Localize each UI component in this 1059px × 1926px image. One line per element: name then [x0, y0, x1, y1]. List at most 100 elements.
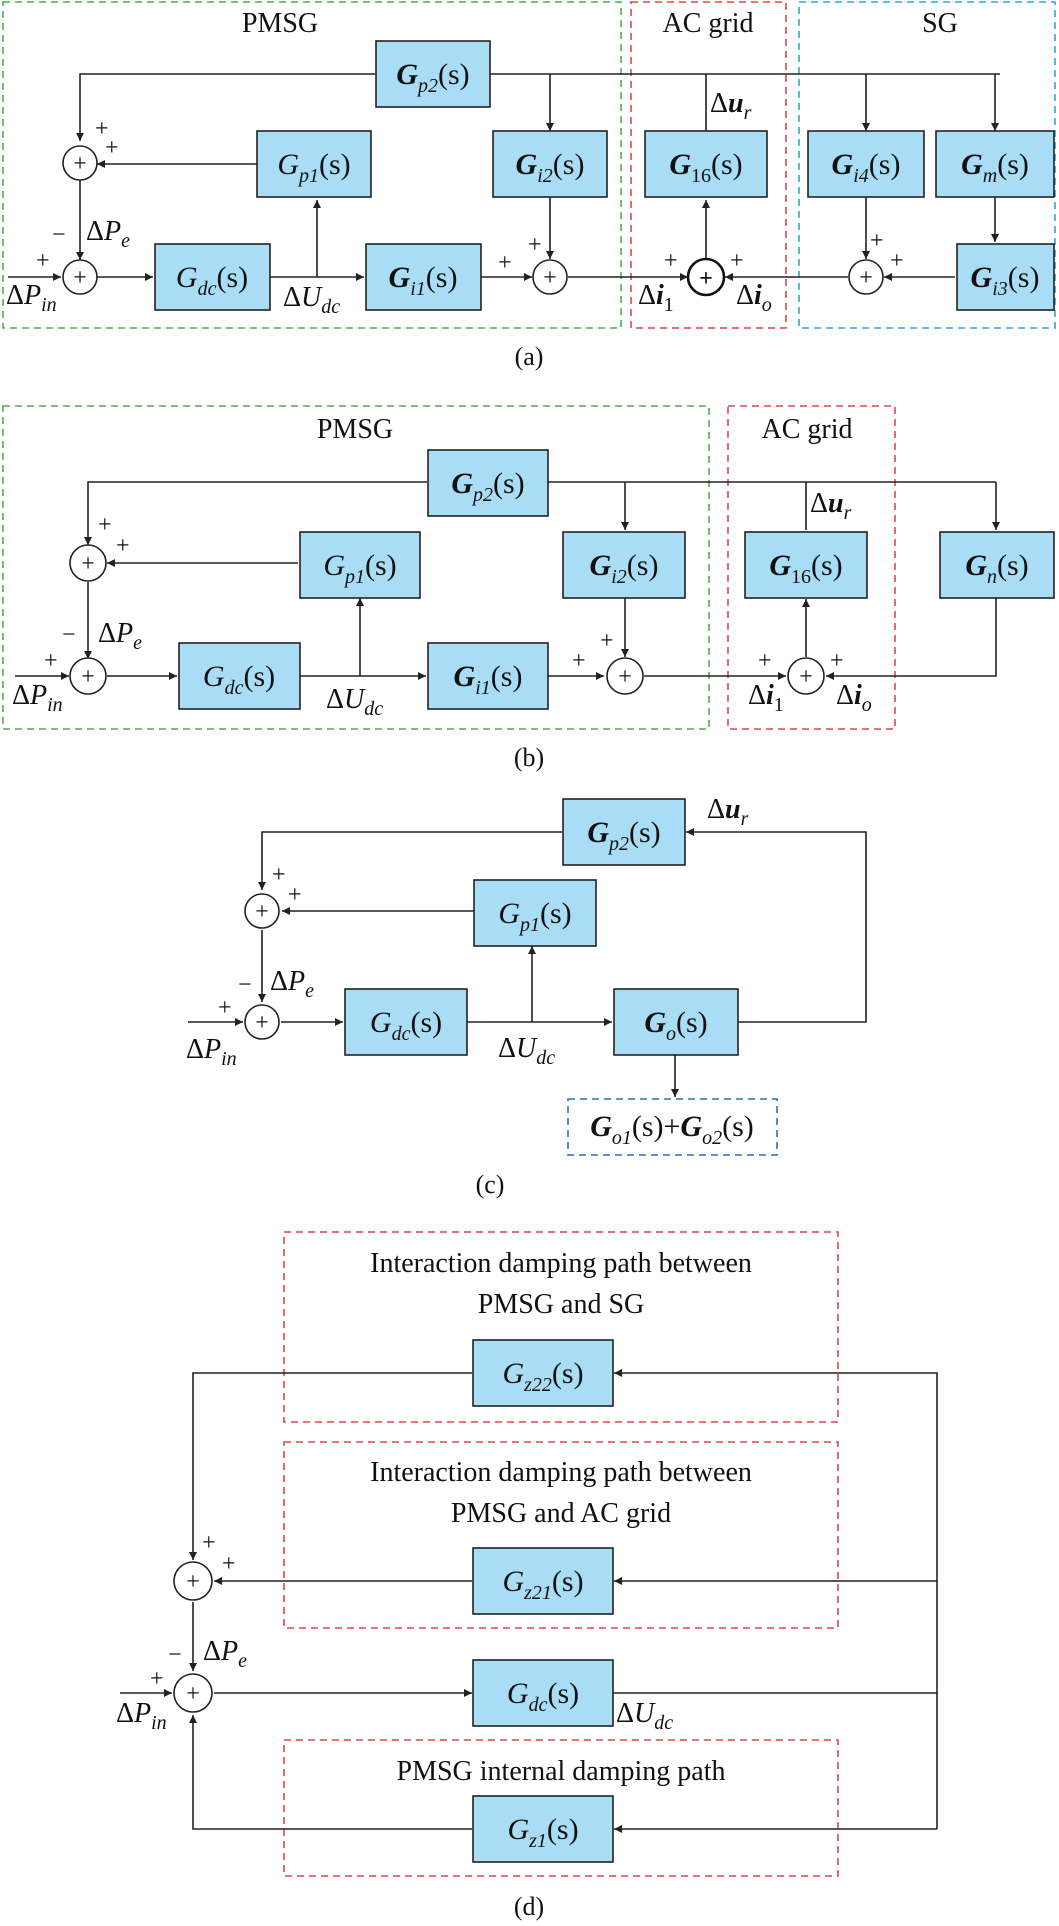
sign-plus: +	[572, 648, 586, 674]
sign-minus: −	[168, 1642, 182, 1668]
pmsg-region-b	[2, 405, 710, 730]
svg-text:Gz1(s): Gz1(s)	[507, 1813, 578, 1852]
svg-text:+: +	[543, 265, 557, 291]
svg-text:G16(s): G16(s)	[769, 549, 842, 588]
svg-text:+: +	[81, 664, 95, 690]
svg-text:+: +	[255, 1010, 269, 1036]
sum-junction-b2: +	[69, 657, 107, 695]
var-delta-udc-b: ΔUdc	[326, 684, 383, 720]
block-gz21-d: Gz21(s)	[472, 1547, 614, 1615]
block-gdc-b: Gdc(s)	[178, 642, 301, 710]
var-delta-pin-d: ΔPin	[116, 1698, 167, 1734]
output-go1-go2-c: Go1(s)+Go2(s)	[567, 1098, 778, 1156]
var-delta-pin-b: ΔPin	[12, 680, 63, 716]
sign-plus: +	[95, 116, 109, 142]
svg-text:+: +	[73, 151, 87, 177]
sign-plus: +	[730, 248, 744, 274]
var-delta-ur-a: Δur	[710, 88, 752, 124]
pmsg-region-a	[2, 1, 622, 329]
svg-text:Gp1(s): Gp1(s)	[498, 897, 571, 936]
svg-text:+: +	[186, 1569, 200, 1595]
svg-text:Go1(s)+Go2(s): Go1(s)+Go2(s)	[590, 1110, 754, 1149]
sign-plus: +	[288, 882, 302, 908]
svg-text:Gdc(s): Gdc(s)	[203, 660, 275, 699]
internal-path-title: PMSG internal damping path	[397, 1756, 726, 1787]
svg-text:+: +	[859, 265, 873, 291]
var-delta-udc-d: ΔUdc	[616, 1698, 673, 1734]
sum-junction-d1: +	[173, 1561, 213, 1601]
ac-grid-label-a: AC grid	[663, 8, 754, 39]
sum-junction-d2: +	[173, 1673, 213, 1713]
sign-plus: +	[150, 1666, 164, 1692]
block-gz1-d: Gz1(s)	[472, 1795, 614, 1863]
svg-text:Gi2(s): Gi2(s)	[516, 148, 585, 187]
sign-plus: +	[105, 135, 119, 161]
svg-text:Gp2(s): Gp2(s)	[451, 467, 524, 506]
svg-text:Gdc(s): Gdc(s)	[370, 1006, 442, 1045]
block-gi1-a: Gi1(s)	[365, 243, 482, 311]
var-delta-ur-c: Δur	[707, 794, 749, 830]
var-delta-io-b: Δio	[836, 680, 872, 716]
svg-text:Go(s): Go(s)	[644, 1006, 707, 1045]
sum-junction-a2: +	[62, 259, 98, 295]
sign-plus: +	[758, 648, 772, 674]
sign-plus: +	[44, 648, 58, 674]
sum-junction-b4: +	[787, 657, 825, 695]
svg-text:Gi1(s): Gi1(s)	[454, 660, 523, 699]
block-g16-b: G16(s)	[744, 531, 868, 599]
var-delta-i1-b: Δi1	[748, 680, 784, 716]
svg-text:Gm(s): Gm(s)	[961, 148, 1029, 187]
sign-minus: −	[62, 622, 76, 648]
block-gp1-a: Gp1(s)	[256, 130, 372, 198]
var-delta-pe-b: ΔPe	[98, 618, 142, 654]
var-delta-pe-a: ΔPe	[86, 216, 130, 252]
svg-text:Gz22(s): Gz22(s)	[502, 1357, 583, 1396]
sign-plus: +	[870, 228, 884, 254]
ac-grid-region-b	[727, 405, 896, 730]
sg-interaction-region-d	[283, 1231, 839, 1423]
sum-junction-a5: +	[848, 259, 884, 295]
svg-text:Gdc(s): Gdc(s)	[507, 1677, 579, 1716]
panel-d: Interaction damping path between PMSG an…	[116, 1231, 938, 1921]
block-gp2-b: Gp2(s)	[427, 449, 549, 517]
caption-c: (c)	[476, 1170, 505, 1199]
var-delta-pin-a: ΔPin	[6, 280, 57, 316]
block-gp2-c: Gp2(s)	[562, 798, 686, 866]
svg-text:Gz21(s): Gz21(s)	[502, 1565, 583, 1604]
svg-text:Gp1(s): Gp1(s)	[323, 549, 396, 588]
grid-path-title-line2: PMSG and AC grid	[451, 1498, 671, 1529]
sign-plus: +	[202, 1530, 216, 1556]
sg-path-title-line2: PMSG and SG	[478, 1289, 644, 1320]
pmsg-label-b: PMSG	[317, 414, 393, 445]
svg-text:+: +	[255, 899, 269, 925]
panel-c: Gp2(s) Gp1(s) Gdc(s) Go(s) Go1(s)+Go2(s)…	[186, 794, 867, 1199]
block-gi2-b: Gi2(s)	[562, 531, 686, 599]
sum-junction-a3: +	[532, 259, 568, 295]
sign-plus: +	[528, 232, 542, 258]
sign-plus: +	[36, 248, 50, 274]
pmsg-label-a: PMSG	[242, 8, 318, 39]
sign-plus: +	[272, 862, 286, 888]
panel-a: PMSG AC grid SG Gp2(s) Gp1(s)	[2, 1, 1056, 371]
svg-text:+: +	[699, 266, 713, 292]
ac-grid-label-b: AC grid	[762, 414, 853, 445]
svg-text:Gp2(s): Gp2(s)	[396, 58, 469, 97]
var-delta-io-a: Δio	[736, 280, 772, 316]
svg-text:Gp1(s): Gp1(s)	[277, 148, 350, 187]
caption-b: (b)	[514, 743, 544, 772]
svg-text:+: +	[618, 664, 632, 690]
block-gz22-d: Gz22(s)	[472, 1339, 614, 1407]
block-gp1-b: Gp1(s)	[299, 531, 421, 599]
sg-label-a: SG	[922, 8, 958, 39]
sg-path-title-line1: Interaction damping path between	[370, 1248, 752, 1279]
var-delta-udc-c: ΔUdc	[498, 1033, 555, 1069]
var-delta-pe-c: ΔPe	[270, 966, 314, 1002]
svg-text:Gi2(s): Gi2(s)	[590, 549, 659, 588]
var-delta-pe-d: ΔPe	[203, 1636, 247, 1672]
caption-a: (a)	[515, 342, 544, 371]
block-gdc-c: Gdc(s)	[344, 988, 468, 1056]
sum-junction-a4: +	[686, 257, 726, 297]
sign-plus: +	[600, 628, 614, 654]
block-gdc-a: Gdc(s)	[154, 243, 271, 311]
sum-junction-c2: +	[244, 1004, 280, 1040]
